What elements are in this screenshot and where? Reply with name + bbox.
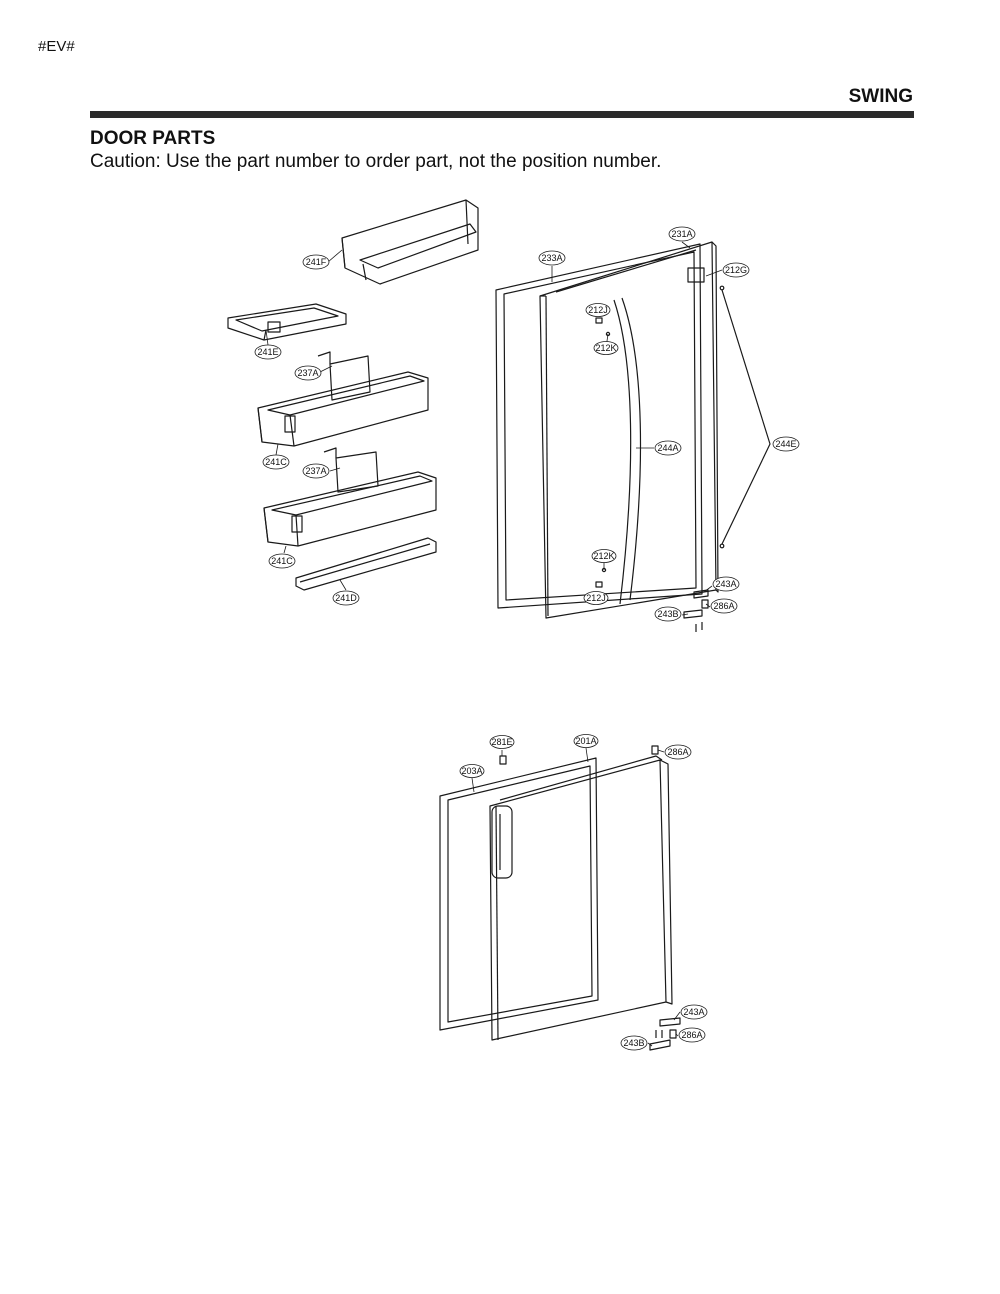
callout-243a-upper: 243A xyxy=(712,576,740,592)
callout-286a-upper: 286A xyxy=(710,598,738,614)
callout-243b-upper: 243B xyxy=(654,606,682,622)
svg-text:243A: 243A xyxy=(715,579,736,589)
divider-237a-upper xyxy=(317,351,371,401)
callout-241c-lower: 241C xyxy=(268,553,296,569)
callout-203a: 203A xyxy=(459,764,485,778)
svg-text:241C: 241C xyxy=(265,457,287,467)
callout-201a: 201A xyxy=(573,734,599,748)
callout-241e: 241E xyxy=(254,344,282,360)
callout-241d: 241D xyxy=(332,590,360,606)
svg-text:281E: 281E xyxy=(491,737,512,747)
svg-text:237A: 237A xyxy=(305,466,326,476)
callout-241f: 241F xyxy=(302,254,330,270)
callout-212g: 212G xyxy=(722,262,750,278)
svg-text:212J: 212J xyxy=(586,593,606,603)
svg-text:241F: 241F xyxy=(306,257,327,267)
svg-text:286A: 286A xyxy=(667,747,688,757)
svg-text:237A: 237A xyxy=(297,368,318,378)
callout-212j-top: 212J xyxy=(585,303,611,317)
callout-241c-upper: 241C xyxy=(262,454,290,470)
section-title: SWING xyxy=(848,86,913,107)
callout-212k-top: 212K xyxy=(593,341,619,355)
callout-244e: 244E xyxy=(772,436,800,452)
callout-233a: 233A xyxy=(538,250,566,266)
callout-243a-lower: 243A xyxy=(680,1004,708,1020)
upper-door-assembly xyxy=(495,241,771,632)
svg-text:244A: 244A xyxy=(657,443,678,453)
svg-text:241E: 241E xyxy=(257,347,278,357)
callout-286a-top: 286A xyxy=(664,744,692,760)
callout-243b-lower: 243B xyxy=(620,1035,648,1051)
svg-text:212G: 212G xyxy=(725,265,747,275)
svg-text:286A: 286A xyxy=(681,1030,702,1040)
callout-237a-lower: 237A xyxy=(302,463,330,479)
page-title: DOOR PARTS xyxy=(90,128,216,149)
svg-text:241C: 241C xyxy=(271,556,293,566)
callout-212j-bottom: 212J xyxy=(583,591,609,605)
callout-237a-upper: 237A xyxy=(294,365,322,381)
svg-text:212K: 212K xyxy=(593,551,614,561)
caution-note: Caution: Use the part number to order pa… xyxy=(90,151,662,172)
rail-241d xyxy=(295,537,437,591)
svg-text:241D: 241D xyxy=(335,593,357,603)
svg-text:243B: 243B xyxy=(623,1038,644,1048)
lower-door-assembly xyxy=(439,745,681,1051)
callout-212k-bottom: 212K xyxy=(591,549,617,563)
svg-text:243A: 243A xyxy=(683,1007,704,1017)
model-code: #EV# xyxy=(38,38,75,55)
svg-text:243B: 243B xyxy=(657,609,678,619)
svg-text:231A: 231A xyxy=(671,229,692,239)
svg-text:212J: 212J xyxy=(588,305,608,315)
header-rule xyxy=(90,111,914,118)
bin-241c-upper xyxy=(257,371,429,447)
callout-286a-lower: 286A xyxy=(678,1027,706,1043)
svg-text:286A: 286A xyxy=(713,601,734,611)
bin-241c-lower xyxy=(263,471,437,547)
tray-241e xyxy=(227,303,347,341)
callout-244a: 244A xyxy=(654,440,682,456)
svg-text:203A: 203A xyxy=(461,766,482,776)
callout-281e: 281E xyxy=(489,735,515,749)
svg-text:212K: 212K xyxy=(595,343,616,353)
svg-text:244E: 244E xyxy=(775,439,796,449)
bin-241f xyxy=(341,199,479,285)
svg-text:201A: 201A xyxy=(575,736,596,746)
callout-231a: 231A xyxy=(668,226,696,242)
svg-text:233A: 233A xyxy=(541,253,562,263)
